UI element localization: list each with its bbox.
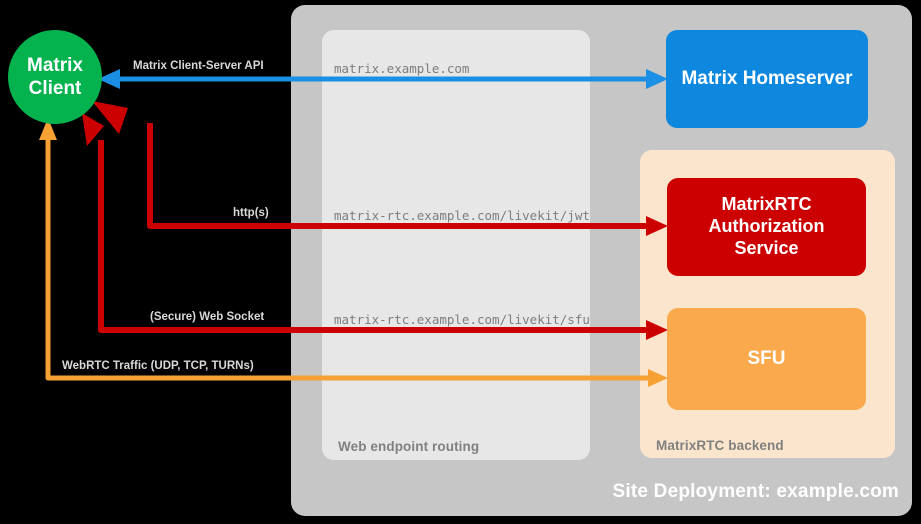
endpoint-url-livekit-jwt: matrix-rtc.example.com/livekit/jwt bbox=[334, 208, 590, 223]
auth-service-label-line3: Service bbox=[734, 237, 799, 258]
auth-service-label-line1: MatrixRTC bbox=[721, 194, 812, 215]
connector-label-jwt-http: http(s) bbox=[233, 207, 269, 219]
matrix-client-label-line2: Client bbox=[28, 78, 82, 99]
site-deployment-title: Site Deployment: example.com bbox=[612, 481, 899, 502]
connector-label-client-server-api: Matrix Client-Server API bbox=[133, 60, 264, 72]
matrix-homeserver-label: Matrix Homeserver bbox=[681, 68, 853, 90]
container-label-matrixrtc-backend: MatrixRTC backend bbox=[656, 438, 784, 453]
node-matrixrtc-authorization-service[interactable]: MatrixRTC Authorization Service bbox=[667, 178, 866, 276]
node-sfu[interactable]: SFU bbox=[667, 308, 866, 410]
endpoint-url-matrix-example-com: matrix.example.com bbox=[334, 61, 470, 76]
connector-label-sfu-websocket: (Secure) Web Socket bbox=[150, 311, 265, 323]
node-matrix-client[interactable]: Matrix Client bbox=[8, 30, 102, 124]
matrix-client-label-line1: Matrix bbox=[27, 54, 83, 76]
container-web-endpoint-routing bbox=[322, 30, 590, 460]
connector-label-webrtc-traffic: WebRTC Traffic (UDP, TCP, TURNs) bbox=[62, 360, 254, 372]
node-matrix-homeserver[interactable]: Matrix Homeserver bbox=[666, 30, 868, 128]
auth-service-label-line2: Authorization bbox=[708, 216, 825, 237]
sfu-label: SFU bbox=[747, 348, 786, 370]
endpoint-url-livekit-sfu: matrix-rtc.example.com/livekit/sfu bbox=[334, 312, 590, 327]
container-label-web-endpoint-routing: Web endpoint routing bbox=[338, 439, 480, 454]
